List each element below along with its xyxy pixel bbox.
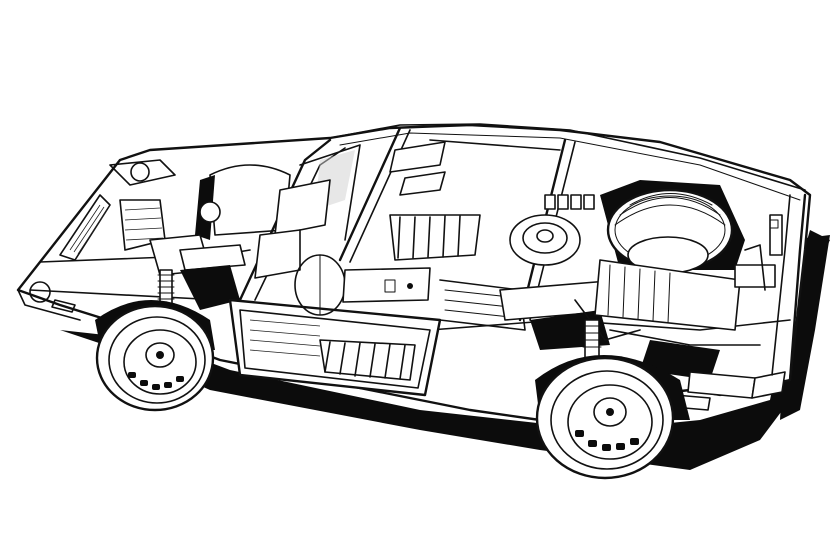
rear-wheel (535, 355, 690, 480)
windscreen-frame (238, 138, 361, 302)
spare-tyre (600, 180, 745, 274)
cabin (228, 214, 526, 397)
front-suspension (149, 201, 246, 311)
gearbox (594, 214, 783, 331)
front-wheel (95, 300, 215, 412)
rear-body (769, 193, 807, 382)
